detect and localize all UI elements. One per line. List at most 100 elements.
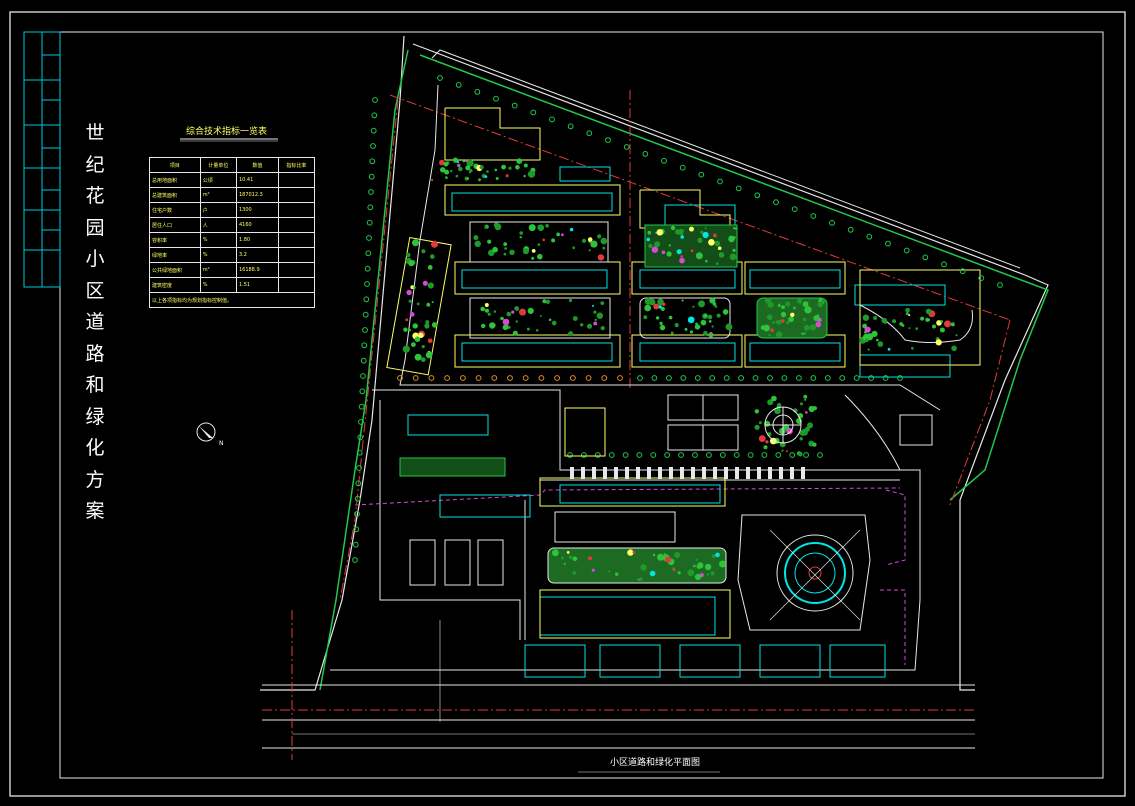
parking-bay xyxy=(669,467,673,479)
dimension-lines xyxy=(292,620,975,773)
street-tree xyxy=(698,171,705,178)
title-character: 绿 xyxy=(85,405,105,428)
tree xyxy=(697,237,703,243)
tree xyxy=(503,252,507,256)
table-cell: 建筑密度 xyxy=(149,277,201,293)
tree xyxy=(706,573,709,576)
table-cell: 1.51 xyxy=(235,277,279,293)
street-tree xyxy=(866,233,873,240)
street-tree xyxy=(581,452,587,458)
tree xyxy=(892,319,897,324)
street-tree xyxy=(522,375,529,381)
street-tree xyxy=(585,375,592,381)
tree xyxy=(440,167,446,173)
tree xyxy=(596,312,603,319)
tree xyxy=(920,316,925,321)
tree xyxy=(803,394,808,399)
table-cell xyxy=(277,247,316,263)
table-cell: 总建筑面积 xyxy=(149,187,201,203)
tree xyxy=(932,324,936,329)
parking-bay xyxy=(680,467,684,479)
tree xyxy=(939,327,945,333)
tree xyxy=(637,578,640,581)
tree xyxy=(551,238,556,243)
tree xyxy=(644,304,652,312)
tree xyxy=(660,306,665,311)
inner-road xyxy=(330,84,941,671)
tree xyxy=(695,322,698,326)
tree xyxy=(405,252,411,258)
street-tree xyxy=(428,375,435,381)
street-tree xyxy=(511,102,518,109)
table-cell: 容积率 xyxy=(149,232,201,248)
tree xyxy=(580,323,584,327)
red-setback-lines xyxy=(262,90,1011,760)
tree xyxy=(655,316,660,320)
tree xyxy=(430,254,435,259)
tree xyxy=(600,237,608,245)
title-character: 道 xyxy=(85,311,105,333)
tree xyxy=(786,427,793,435)
tree xyxy=(677,571,681,575)
tree xyxy=(516,158,523,165)
tree xyxy=(672,567,675,570)
tree xyxy=(600,301,605,305)
street-tree xyxy=(642,151,649,157)
tree xyxy=(519,308,526,316)
tree xyxy=(502,318,510,326)
plan-caption: 小区道路和绿化平面图 xyxy=(610,758,701,768)
street-tree xyxy=(868,375,874,381)
street-tree xyxy=(717,178,723,185)
tree xyxy=(503,242,508,247)
tree xyxy=(716,313,721,318)
tree xyxy=(816,314,820,317)
tree xyxy=(627,549,634,556)
tree xyxy=(758,435,766,442)
tree xyxy=(798,451,803,457)
tree xyxy=(708,320,712,323)
inner-frame xyxy=(59,31,1104,779)
parking-bay xyxy=(658,467,662,479)
tree xyxy=(775,320,779,324)
street-tree xyxy=(362,311,369,318)
street-tree xyxy=(601,375,608,381)
tree xyxy=(776,319,782,325)
building-frames xyxy=(386,107,981,639)
tree xyxy=(801,332,804,335)
tree xyxy=(709,331,713,335)
tree xyxy=(542,299,547,304)
street-tree xyxy=(507,375,513,381)
tree xyxy=(458,166,463,172)
tree xyxy=(403,327,408,332)
street-tree xyxy=(363,296,370,303)
street-tree xyxy=(796,375,802,381)
tree xyxy=(871,330,878,337)
tree xyxy=(405,318,409,322)
street-tree xyxy=(678,452,684,458)
street-tree xyxy=(366,219,373,226)
tree xyxy=(427,338,433,344)
table-cell: 1.80 xyxy=(235,232,279,248)
tree xyxy=(592,304,594,307)
tree xyxy=(515,165,520,170)
tree xyxy=(657,298,664,306)
street-tree xyxy=(680,375,687,381)
tree xyxy=(812,406,818,411)
street-tree xyxy=(775,452,782,458)
street-tree xyxy=(474,88,481,95)
tree xyxy=(593,321,598,326)
street-tree xyxy=(719,452,726,458)
street-tree xyxy=(366,235,372,241)
street-tree xyxy=(356,449,363,456)
tree xyxy=(768,333,771,337)
tree xyxy=(690,249,694,253)
title-character: 方 xyxy=(85,468,105,491)
tree xyxy=(668,315,673,320)
table-cell xyxy=(277,277,316,293)
table-cell xyxy=(277,232,316,248)
tree xyxy=(763,445,768,450)
street-tree xyxy=(352,557,358,563)
tree xyxy=(608,570,611,573)
green-spaces xyxy=(399,221,973,584)
tree xyxy=(561,556,564,560)
